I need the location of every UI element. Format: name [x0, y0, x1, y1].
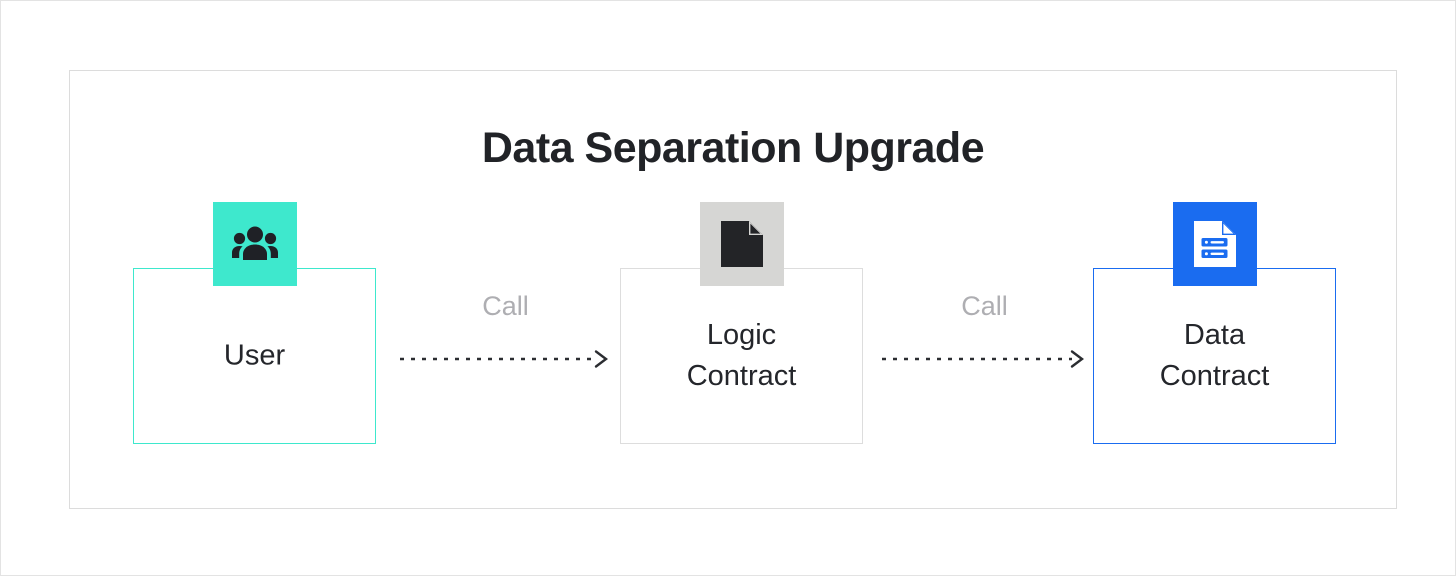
connector-logic-to-data: Call [882, 293, 1087, 369]
dashed-arrow-icon [400, 350, 608, 368]
document-file-icon [720, 221, 763, 267]
users-group-icon [231, 224, 278, 264]
node-logic-contract-label: Logic Contract [686, 318, 797, 392]
connector-user-to-logic: Call [400, 293, 611, 369]
document-data-icon [1193, 221, 1236, 267]
connector-user-to-logic-label: Call [482, 291, 529, 321]
node-user-badge [212, 202, 297, 286]
dashed-arrow-icon [882, 350, 1084, 368]
page-title: Data Separation Upgrade [481, 124, 985, 172]
node-user[interactable]: User [133, 202, 376, 444]
nodes-row: User Logic Contract [70, 71, 1396, 508]
node-logic-contract-badge [699, 202, 784, 286]
diagram-frame: Data Separation Upgrade [69, 70, 1397, 509]
node-data-contract-label: Data Contract [1159, 318, 1270, 392]
node-data-contract[interactable]: Data Contract [1093, 202, 1336, 444]
connector-logic-to-data-label: Call [961, 291, 1008, 321]
node-logic-contract[interactable]: Logic Contract [620, 202, 863, 444]
node-user-label: User [223, 339, 286, 372]
node-data-contract-badge [1172, 202, 1257, 286]
